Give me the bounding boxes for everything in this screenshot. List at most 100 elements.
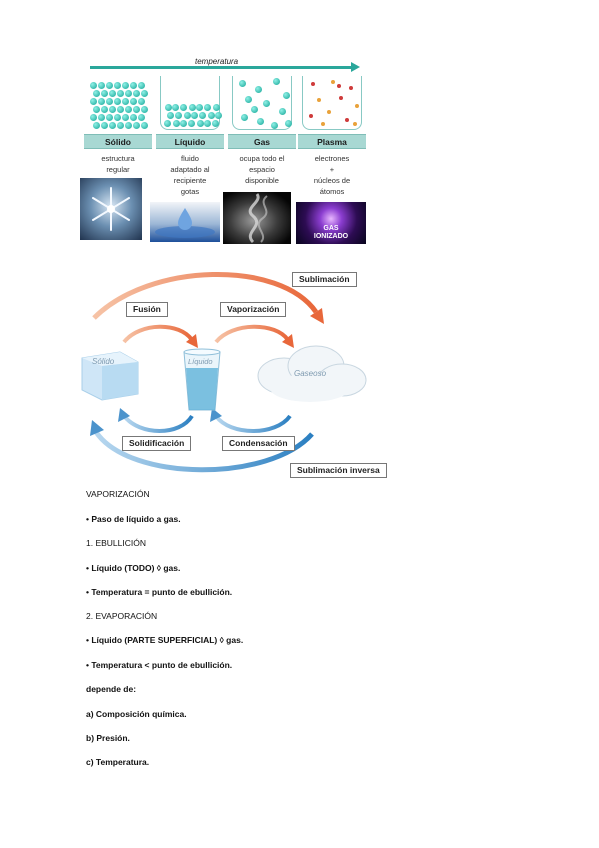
state-desc-solid: estructura regular [84, 153, 152, 175]
bullet-liquid-to-gas: • Paso de líquido a gas. [86, 514, 181, 524]
particle [90, 82, 97, 89]
particle [212, 120, 219, 127]
particle [141, 122, 148, 129]
particle [164, 120, 171, 127]
temperature-label: temperatura [195, 57, 239, 66]
particle [349, 86, 353, 90]
particle [263, 100, 270, 107]
ice-cube-icon [81, 351, 139, 401]
particle [273, 78, 280, 85]
particle [245, 96, 252, 103]
particle [122, 98, 129, 105]
state-gas: Gas ocupa todo el espacio disponible [228, 76, 296, 186]
particle [327, 110, 331, 114]
particle [189, 104, 196, 111]
plasma-photo: GAS IONIZADO [296, 202, 366, 244]
particle [279, 108, 286, 115]
bullet-evaporation-surface: • Líquido (PARTE SUPERFICIAL) ◊ gas. [86, 635, 244, 645]
state-desc-liquid: fluido adaptado al recipiente gotas [156, 153, 224, 197]
particle [199, 112, 206, 119]
particle [317, 98, 321, 102]
water-glass-icon [183, 348, 221, 411]
particle [339, 96, 343, 100]
depends-on-label: depende de: [86, 684, 137, 694]
label-vaporization: Vaporización [220, 302, 287, 317]
desc-line: + [329, 165, 335, 174]
gas-particles [232, 76, 292, 130]
state-liquid: Líquido fluido adaptado al recipiente go… [156, 76, 224, 197]
solidification-arrow [122, 414, 194, 433]
heading-vaporization: VAPORIZACIÓN [86, 489, 150, 499]
particle [141, 90, 148, 97]
phase-changes-figure: Sólido Líquido Gaseoso Sublimación Fusió… [80, 266, 387, 480]
particle [125, 90, 132, 97]
desc-line: disponible [245, 176, 279, 185]
item-temperature: c) Temperatura. [86, 757, 150, 767]
particle [114, 98, 121, 105]
item-pressure: b) Presión. [86, 733, 130, 743]
particle [257, 118, 264, 125]
gas-caption: Gaseoso [294, 369, 327, 378]
particle [283, 92, 290, 99]
snowflake-photo [80, 178, 142, 240]
temperature-arrow [90, 62, 360, 72]
particle [130, 82, 137, 89]
label-sublimation: Sublimación [292, 272, 357, 287]
particle [117, 106, 124, 113]
particle [117, 90, 124, 97]
label-solidification: Solidificación [122, 436, 192, 451]
sublimation-arrow [92, 271, 319, 320]
desc-line: regular [106, 165, 130, 174]
particle [188, 120, 195, 127]
particle [101, 90, 108, 97]
liquid-caption: Líquido [188, 357, 213, 366]
particle [173, 120, 180, 127]
vaporization-arrowhead [282, 334, 294, 348]
particle [114, 82, 121, 89]
fusion-arrow [122, 324, 194, 344]
particle [184, 112, 191, 119]
particle [353, 122, 357, 126]
particle [125, 106, 132, 113]
desc-line: fluido [181, 154, 199, 163]
desc-line: estructura [101, 154, 135, 163]
particle [215, 112, 222, 119]
caption-line: GAS [323, 225, 339, 232]
particle [285, 120, 292, 127]
particle [180, 104, 187, 111]
bullet-boiling-temperature: • Temperatura = punto de ebullición. [86, 587, 233, 597]
desc-line: electrones [314, 154, 350, 163]
particle [355, 104, 359, 108]
cloud-icon [257, 345, 367, 402]
particle [98, 98, 105, 105]
particle [106, 98, 113, 105]
particle [337, 84, 341, 88]
particle [93, 122, 100, 129]
states-of-matter-figure: temperatura Sólido estructura regular Lí… [80, 52, 370, 244]
particle [331, 80, 335, 84]
desc-line: núcleos de [313, 176, 351, 185]
particle [255, 86, 262, 93]
subheading-evaporation: 2. EVAPORACIÓN [86, 611, 158, 621]
particle [138, 114, 145, 121]
liquid-particles [160, 76, 222, 130]
particle [90, 98, 97, 105]
desc-line: átomos [319, 187, 345, 196]
bullet-evaporation-temperature: • Temperatura < punto de ebullición. [86, 660, 233, 670]
particle [172, 104, 179, 111]
particle [122, 114, 129, 121]
particle [197, 120, 204, 127]
desc-line: espacio [249, 165, 275, 174]
state-name-plasma: Plasma [298, 134, 366, 149]
subheading-boiling: 1. EBULLICIÓN [86, 538, 146, 548]
particle [117, 122, 124, 129]
state-name-solid: Sólido [84, 134, 152, 149]
particle [208, 112, 215, 119]
state-desc-plasma: electrones + núcleos de átomos [298, 153, 366, 197]
caption-line: IONIZADO [313, 233, 349, 240]
state-name-liquid: Líquido [156, 134, 224, 149]
particle [271, 122, 278, 129]
particle [204, 120, 211, 127]
state-desc-gas: ocupa todo el espacio disponible [228, 153, 296, 186]
particle [98, 82, 105, 89]
